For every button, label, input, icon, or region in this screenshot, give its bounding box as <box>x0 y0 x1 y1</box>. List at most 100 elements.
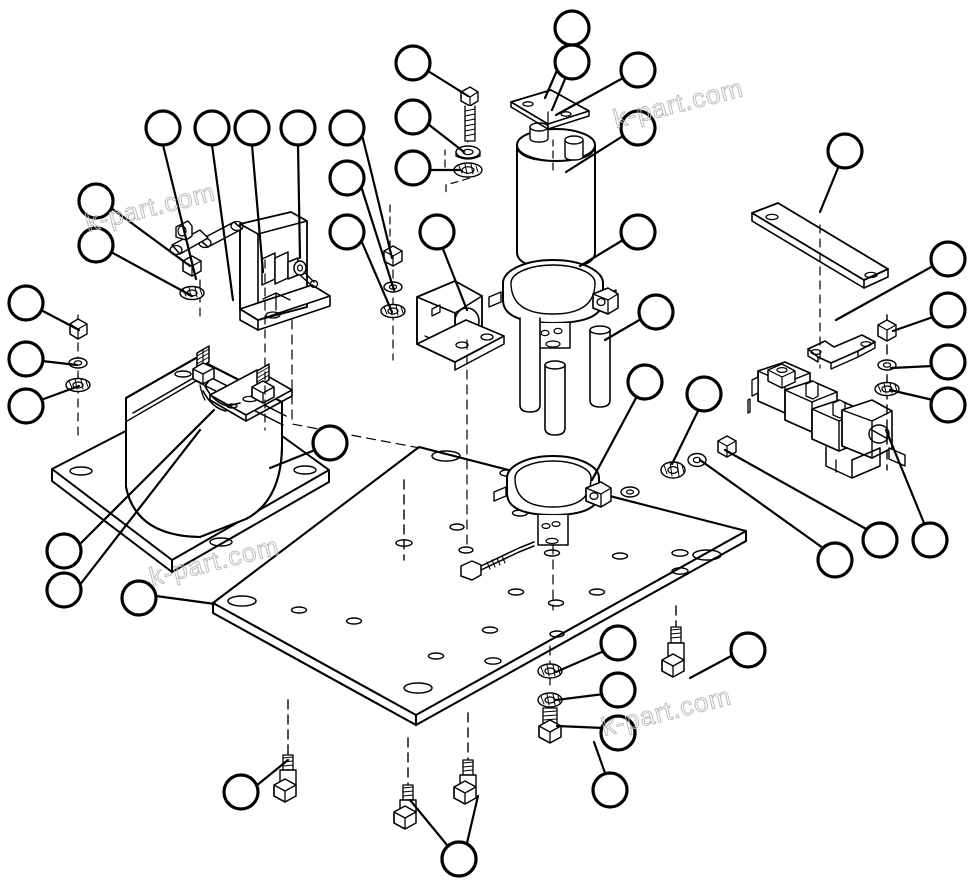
callout-07[interactable] <box>328 213 394 314</box>
callout-29-leader <box>77 408 216 547</box>
callout-37[interactable] <box>554 624 637 674</box>
callout-39[interactable] <box>555 714 637 752</box>
callout-32[interactable] <box>590 363 664 482</box>
callout-04[interactable] <box>279 109 317 260</box>
callout-35-balloon[interactable] <box>861 521 899 559</box>
callout-20-balloon[interactable] <box>418 213 456 251</box>
callout-15-balloon[interactable] <box>394 149 432 187</box>
callout-18-balloon[interactable] <box>619 51 657 89</box>
callout-27[interactable] <box>888 386 967 424</box>
callout-44[interactable] <box>591 740 629 809</box>
callout-28-balloon[interactable] <box>311 424 349 462</box>
callout-02-leader <box>210 143 235 302</box>
callout-37-balloon[interactable] <box>599 624 637 662</box>
right-fastener-stack <box>874 319 900 397</box>
callout-33[interactable] <box>670 375 723 466</box>
callout-13-balloon[interactable] <box>394 44 432 82</box>
callout-18[interactable] <box>554 51 657 117</box>
callout-35[interactable] <box>723 448 899 559</box>
callout-30-balloon[interactable] <box>45 571 83 609</box>
callout-40-balloon[interactable] <box>729 631 767 669</box>
callout-26[interactable] <box>889 343 967 381</box>
callout-03-balloon[interactable] <box>233 109 271 147</box>
callout-02-balloon[interactable] <box>193 109 231 147</box>
callout-06-balloon[interactable] <box>328 159 366 197</box>
callout-21-balloon[interactable] <box>619 213 657 251</box>
callout-29-balloon[interactable] <box>45 532 83 570</box>
callout-23-balloon[interactable] <box>826 132 864 170</box>
callout-24[interactable] <box>834 240 967 322</box>
callout-38[interactable] <box>554 671 637 709</box>
callout-28[interactable] <box>268 424 349 470</box>
callout-20[interactable] <box>418 213 469 312</box>
callout-14-balloon[interactable] <box>394 98 432 136</box>
callout-08-balloon[interactable] <box>77 182 115 220</box>
callout-36[interactable] <box>884 428 949 559</box>
callout-06[interactable] <box>328 159 396 292</box>
callout-01-balloon[interactable] <box>144 109 182 147</box>
callout-31[interactable] <box>120 579 217 617</box>
callout-43-leader <box>465 794 480 845</box>
callout-05-balloon[interactable] <box>328 109 366 147</box>
callout-15[interactable] <box>394 149 462 187</box>
callout-32-balloon[interactable] <box>626 363 664 401</box>
callout-22[interactable] <box>603 293 675 342</box>
callout-29[interactable] <box>45 408 216 570</box>
callout-38-balloon[interactable] <box>599 671 637 709</box>
callout-11[interactable] <box>7 340 79 378</box>
callout-12-leader <box>39 384 81 402</box>
callout-39-balloon[interactable] <box>599 714 637 752</box>
callout-07-balloon[interactable] <box>328 213 366 251</box>
callout-22-balloon[interactable] <box>637 293 675 331</box>
air-tank-cylinder <box>516 122 596 269</box>
callout-08[interactable] <box>77 182 192 268</box>
callout-34[interactable] <box>698 458 854 579</box>
callout-43-balloon[interactable] <box>440 840 478 878</box>
callout-25-balloon[interactable] <box>929 291 967 329</box>
callout-05[interactable] <box>328 109 394 260</box>
callout-02[interactable] <box>193 109 235 302</box>
callout-04-balloon[interactable] <box>279 109 317 147</box>
tank-support-legs <box>519 317 611 436</box>
callout-33-balloon[interactable] <box>685 375 723 413</box>
callout-27-leader <box>888 388 935 402</box>
bottom-fastener-stack <box>537 663 563 744</box>
callout-41-balloon[interactable] <box>222 773 260 811</box>
callout-17-balloon[interactable] <box>553 43 591 81</box>
callout-03[interactable] <box>233 109 271 274</box>
callout-14[interactable] <box>394 98 466 154</box>
callout-41[interactable] <box>222 758 290 811</box>
callout-10[interactable] <box>7 284 81 332</box>
callout-09-balloon[interactable] <box>77 226 115 264</box>
callout-30[interactable] <box>45 428 202 609</box>
callout-25[interactable] <box>891 291 967 333</box>
callout-40[interactable] <box>688 631 767 680</box>
callout-16-balloon[interactable] <box>553 9 591 47</box>
callout-01[interactable] <box>144 109 198 281</box>
callout-43[interactable] <box>440 794 480 878</box>
callout-09[interactable] <box>77 226 194 298</box>
callout-23[interactable] <box>818 132 864 214</box>
callout-10-balloon[interactable] <box>7 284 45 322</box>
callout-22-leader <box>603 317 643 342</box>
callout-19[interactable] <box>564 109 657 174</box>
hanging-bolt-2 <box>393 784 417 830</box>
callout-44-balloon[interactable] <box>591 771 629 809</box>
callout-17[interactable] <box>550 43 591 112</box>
callout-11-balloon[interactable] <box>7 340 45 378</box>
callout-12[interactable] <box>7 384 81 425</box>
callout-13[interactable] <box>394 44 470 98</box>
callout-19-balloon[interactable] <box>619 109 657 147</box>
callout-36-balloon[interactable] <box>911 521 949 559</box>
callout-31-leader <box>154 594 217 606</box>
callout-21[interactable] <box>578 213 657 268</box>
callout-31-balloon[interactable] <box>120 579 158 617</box>
callout-34-balloon[interactable] <box>816 541 854 579</box>
callout-26-balloon[interactable] <box>929 343 967 381</box>
callout-12-balloon[interactable] <box>7 387 45 425</box>
callout-20-leader <box>441 247 469 312</box>
callout-04-leader <box>296 143 302 260</box>
callout-24-balloon[interactable] <box>929 240 967 278</box>
callout-27-balloon[interactable] <box>929 386 967 424</box>
